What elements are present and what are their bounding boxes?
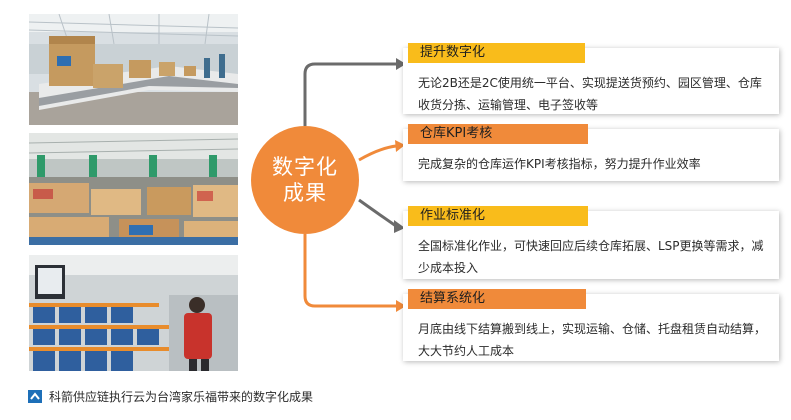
result-card-kpi: 仓库KPI考核 完成复杂的仓库运作KPI考核指标，努力提升作业效率 — [403, 124, 779, 181]
conveyor-warehouse-photo — [29, 14, 238, 125]
caption-text: 科箭供应链执行云为台湾家乐福带来的数字化成果 — [49, 390, 314, 404]
hub-circle: 数字化 成果 — [251, 126, 359, 234]
card-description: 无论2B还是2C使用统一平台、实现提送货预约、园区管理、仓库收货分拣、运输管理、… — [418, 76, 762, 112]
card-title: 仓库KPI考核 — [408, 124, 588, 144]
result-card-settlement: 结算系统化 月底由线下结算搬到线上，实现运输、仓储、托盘租赁自动结算，大大节约人… — [403, 289, 779, 361]
pallet-storage-photo — [29, 133, 238, 245]
card-description: 月底由线下结算搬到线上，实现运输、仓储、托盘租赁自动结算，大大节约人工成本 — [418, 322, 767, 358]
picking-station-photo — [29, 255, 238, 371]
card-title: 结算系统化 — [408, 289, 586, 309]
card-title: 提升数字化 — [408, 43, 585, 63]
chevron-up-icon — [28, 390, 42, 403]
card-description: 完成复杂的仓库运作KPI考核指标，努力提升作业效率 — [418, 157, 701, 171]
figure-caption: 科箭供应链执行云为台湾家乐福带来的数字化成果 — [28, 388, 313, 405]
hub-label: 数字化 成果 — [272, 155, 338, 205]
result-card-digitalization: 提升数字化 无论2B还是2C使用统一平台、实现提送货预约、园区管理、仓库收货分拣… — [403, 43, 779, 114]
card-title: 作业标准化 — [408, 206, 588, 226]
result-card-standardization: 作业标准化 全国标准化作业，可快速回应后续仓库拓展、LSP更换等需求，减少成本投… — [403, 206, 779, 279]
card-description: 全国标准化作业，可快速回应后续仓库拓展、LSP更换等需求，减少成本投入 — [418, 239, 764, 275]
